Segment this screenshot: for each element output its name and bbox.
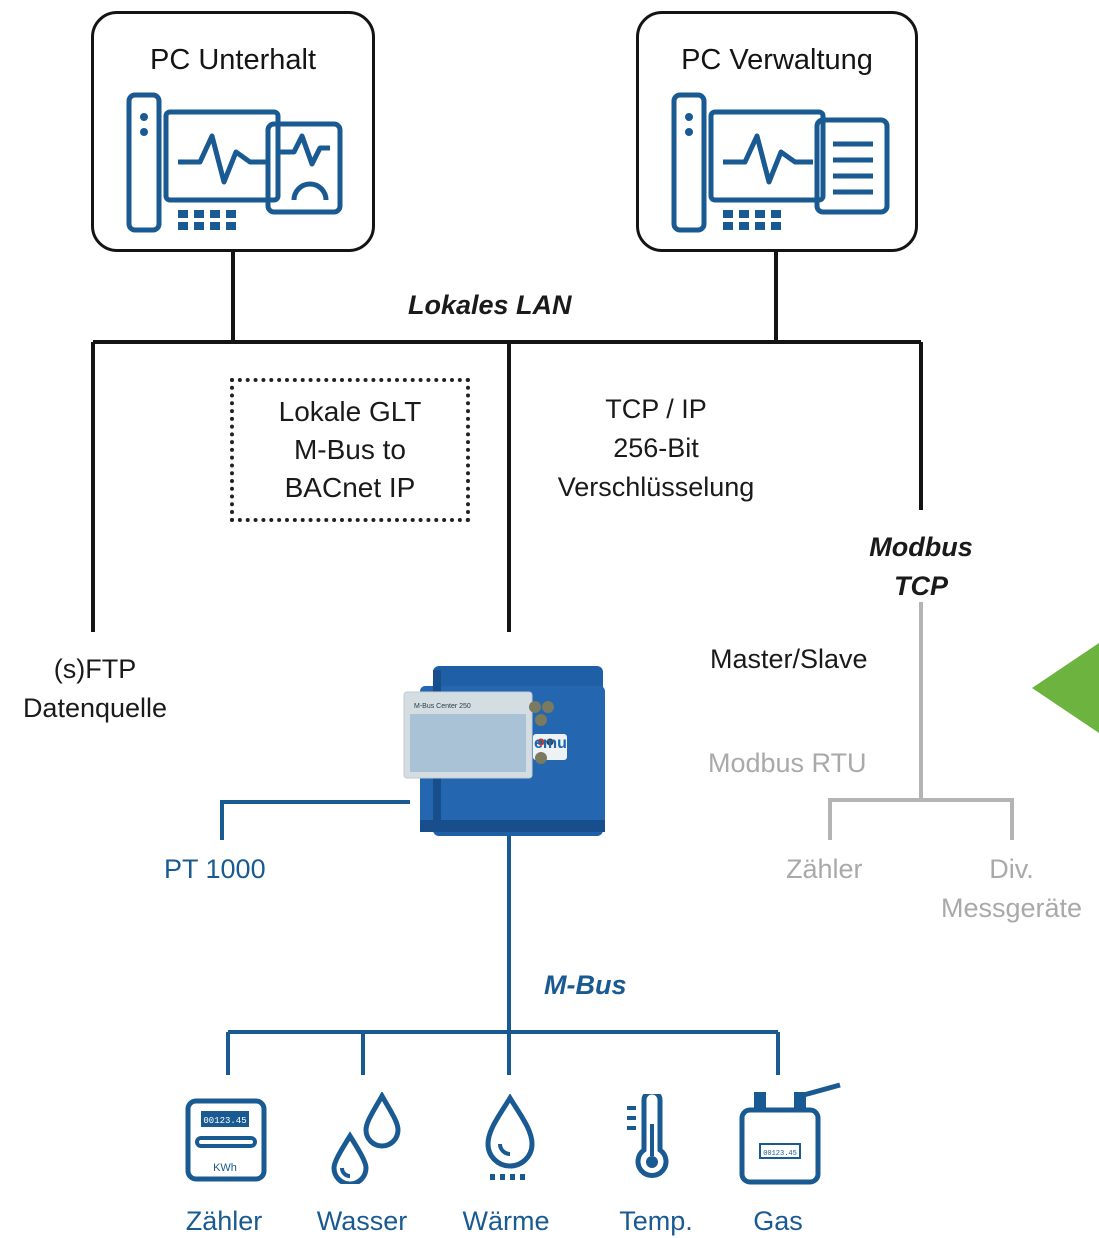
device-screen: M-Bus Center 250 [408, 700, 518, 768]
ftp-line-2: Datenquelle [22, 693, 168, 724]
pc-verwaltung-box: PC Verwaltung [636, 11, 918, 252]
meter-label-zaehler: Zähler [185, 1206, 263, 1236]
heat-flame-icon [485, 1094, 535, 1180]
tcp-line-2: 256-Bit [613, 433, 699, 464]
green-arrow-icon [1032, 643, 1099, 733]
meter-display-text: 00123.45 [203, 1116, 246, 1126]
meter-label-gas: Gas [753, 1206, 803, 1236]
mbus-label: M-Bus [544, 970, 627, 1000]
pc-unterhalt-title: PC Unterhalt [149, 44, 316, 76]
ftp-label: (s)FTP Datenquelle [0, 650, 190, 728]
monitoring-computer-icon [126, 92, 343, 233]
glt-line-3: BACnet IP [284, 471, 416, 503]
modbus-tcp-line-2: TCP [894, 571, 948, 602]
glt-line-2: M-Bus to [293, 434, 406, 466]
meter-label-wasser: Wasser [316, 1206, 408, 1236]
electric-meter-icon: 00123.45 KWh [185, 1098, 267, 1182]
admin-computer-icon [671, 92, 890, 233]
master-slave-label: Master/Slave [710, 644, 868, 674]
tcp-label: TCP / IP 256-Bit Verschlüsselung [536, 390, 776, 507]
meter-label-temp: Temp. [619, 1206, 693, 1236]
meter-label-waerme: Wärme [462, 1206, 550, 1236]
ftp-line-1: (s)FTP [53, 654, 137, 684]
modbus-rtu-label: Modbus RTU [708, 748, 867, 778]
pc-unterhalt-box: PC Unterhalt [91, 11, 375, 252]
modbus-tcp-label: Modbus TCP [846, 528, 996, 606]
modbus-tcp-line-1: Modbus [869, 532, 973, 562]
pc-verwaltung-title: PC Verwaltung [681, 44, 873, 76]
thermometer-icon [627, 1094, 669, 1178]
lan-label: Lokales LAN [408, 290, 572, 320]
glt-box: Lokale GLT M-Bus to BACnet IP [230, 378, 470, 522]
device-brand-logo: emu [534, 735, 567, 752]
rtu-devices-line-2: Messgeräte [940, 893, 1083, 924]
mbus-center-device [403, 666, 605, 836]
rtu-meter-label: Zähler [786, 854, 863, 884]
rtu-devices-label: Div. Messgeräte [924, 850, 1099, 928]
device-name: M-Bus Center 250 [414, 703, 471, 710]
glt-line-1: Lokale GLT [278, 396, 422, 428]
pt1000-label: PT 1000 [164, 854, 266, 884]
gas-meter-display-text: 00123.45 [763, 1150, 797, 1158]
rtu-devices-line-1: Div. [989, 854, 1034, 884]
tcp-line-3: Verschlüsselung [557, 472, 755, 503]
tcp-line-1: TCP / IP [605, 394, 707, 424]
water-drops-icon [331, 1092, 401, 1184]
meter-unit-text: KWh [213, 1162, 237, 1174]
gas-meter-icon: 00123.45 [739, 1082, 841, 1185]
